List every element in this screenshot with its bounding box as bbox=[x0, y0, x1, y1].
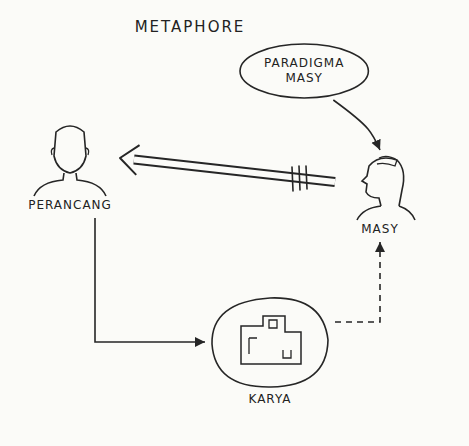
paradigm-ellipse: PARADIGMA MASY bbox=[238, 42, 370, 100]
person-figure: MASY bbox=[335, 150, 425, 242]
artwork-circle: KARYA bbox=[205, 292, 335, 412]
node-label: PARADIGMA MASY bbox=[264, 56, 344, 86]
node-label: KARYA bbox=[248, 392, 291, 407]
connector-arrow bbox=[120, 145, 335, 182]
node-icon bbox=[205, 292, 335, 392]
connector-arrow bbox=[335, 242, 380, 322]
node-icon bbox=[20, 118, 120, 198]
node-label: MASY bbox=[361, 222, 399, 237]
person-figure: PERANCANG bbox=[20, 118, 120, 218]
connector-arrow bbox=[95, 218, 205, 342]
connector-arrow bbox=[333, 100, 380, 150]
node-label: PERANCANG bbox=[28, 198, 112, 213]
node-icon bbox=[335, 150, 425, 222]
diagram-title: METAPHORE bbox=[0, 20, 380, 35]
